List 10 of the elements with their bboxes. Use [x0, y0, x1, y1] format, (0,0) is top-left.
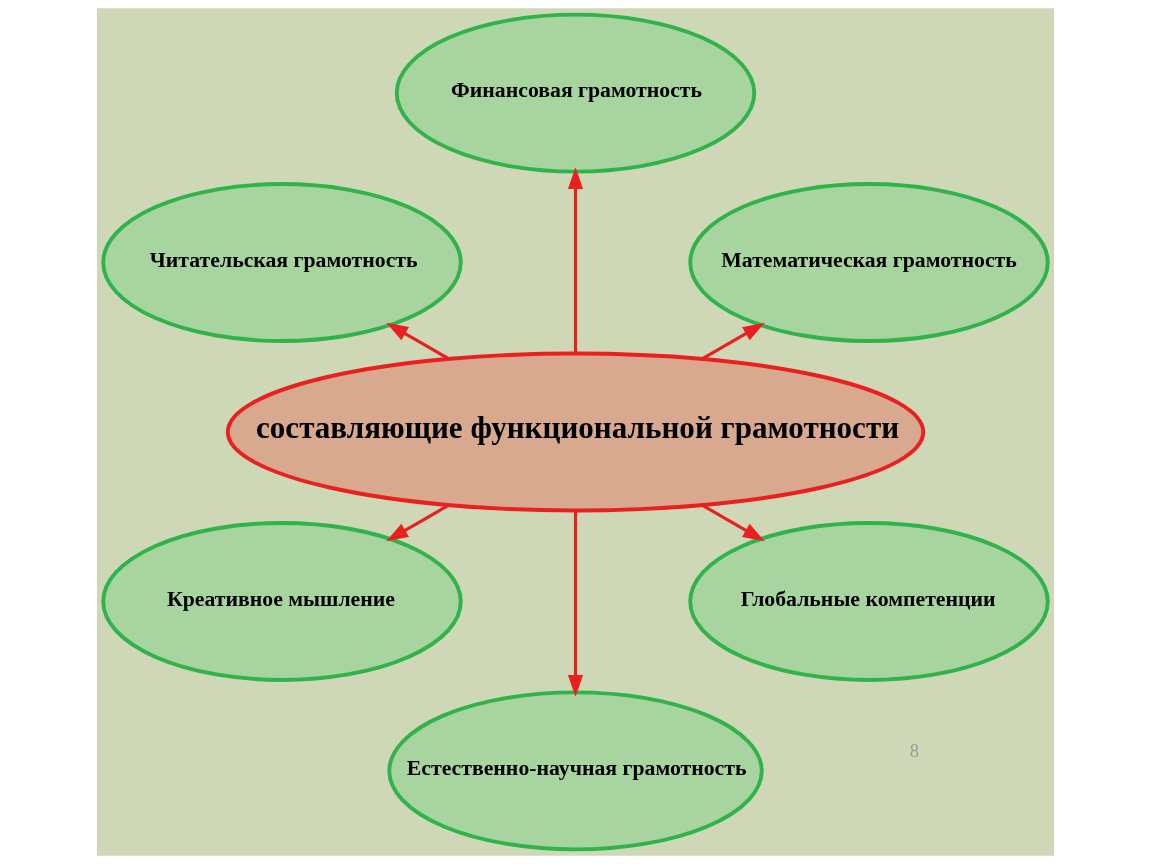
node-ellipse: Естественно-научная грамотность — [386, 690, 764, 852]
arrow — [567, 510, 583, 697]
arrow — [701, 322, 765, 360]
arrow — [567, 167, 583, 354]
node-ellipse: Финансовая грамотность — [394, 12, 756, 174]
arrow — [385, 322, 449, 360]
arrow — [701, 504, 765, 542]
arrow — [385, 504, 449, 542]
node-ellipse: составляющие функциональной грамотности — [225, 351, 925, 513]
label: 8 — [909, 740, 919, 762]
